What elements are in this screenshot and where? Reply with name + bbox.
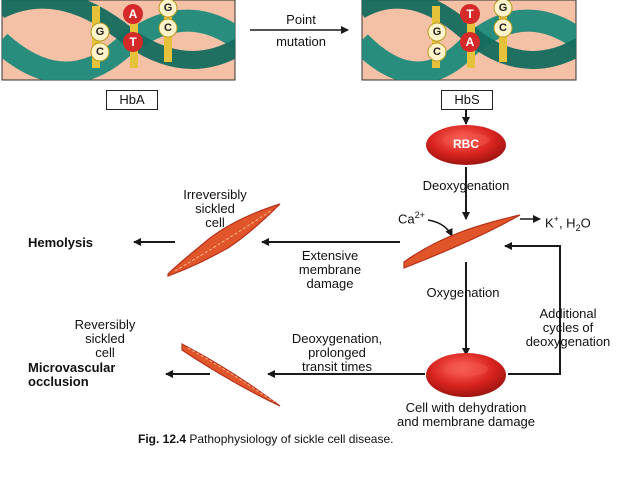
reversibly-label-3: cell [95, 345, 115, 360]
additional-label-3: deoxygenation [525, 334, 611, 349]
base-a-hba [123, 4, 143, 24]
hba-label: HbA [106, 90, 158, 110]
figure-caption: Fig. 12.4 Pathophysiology of sickle cell… [138, 432, 394, 446]
base-g-hba-1 [158, 0, 178, 18]
deoxygenation-label: Deoxygenation [422, 178, 510, 193]
extensive-label-2: membrane [298, 262, 362, 277]
point-mutation-label-1: Point [286, 12, 316, 27]
base-label-c2-hba: C [96, 46, 104, 58]
dehydration-label-2: and membrane damage [396, 414, 536, 429]
base-c-hbs-1 [493, 18, 513, 38]
base-c-hbs-2 [427, 42, 447, 62]
base-a-hbs [460, 32, 480, 52]
arrow-additional-cycles [504, 242, 561, 375]
hemolysis-label: Hemolysis [28, 235, 94, 250]
base-label-c1-hbs: C [499, 22, 507, 34]
microvascular-label-1: Microvascular [28, 360, 116, 375]
deoxy-prolonged-label-1: Deoxygenation, [291, 331, 383, 346]
microvascular-label-2: occlusion [28, 374, 89, 389]
hbs-label: HbS [441, 90, 493, 110]
arrow-ca-influx [427, 219, 453, 237]
base-label-c2-hbs: C [433, 46, 441, 58]
base-c-hba-2 [90, 42, 110, 62]
base-label-a-hba: A [128, 7, 138, 21]
irreversibly-label-2: sickled [195, 201, 235, 216]
base-label-t-hbs: T [466, 7, 474, 21]
calcium-label: Ca2+ [398, 210, 425, 227]
base-c-hba-1 [158, 18, 178, 38]
base-label-c1-hba: C [164, 22, 172, 34]
irreversibly-label-1: Irreversibly [183, 187, 247, 202]
base-t-hba [123, 32, 143, 52]
point-mutation-label-2: mutation [276, 34, 326, 49]
oxygenation-label: Oxygenation [426, 285, 500, 300]
extensive-label-1: Extensive [301, 248, 359, 263]
dehydration-label-1: Cell with dehydration [405, 400, 527, 415]
base-label-g2-hbs: G [432, 26, 442, 38]
sickled-cell-center [403, 214, 521, 269]
deoxy-prolonged-label-2: prolonged [308, 345, 366, 360]
base-label-g1-hba: G [163, 2, 173, 14]
additional-label-2: cycles of [542, 320, 594, 335]
base-label-a-hbs: A [465, 35, 475, 49]
reversibly-label-2: sickled [85, 331, 125, 346]
rbc-label: RBC [453, 137, 479, 151]
reversibly-label-1: Reversibly [74, 317, 136, 332]
base-t-hbs [460, 4, 480, 24]
base-label-g1-hbs: G [498, 2, 508, 14]
irreversibly-sickled-cell [167, 203, 281, 277]
base-g-hbs-1 [493, 0, 513, 18]
potassium-water-label: K+, H2O [545, 214, 591, 233]
base-g-hbs-2 [427, 22, 447, 42]
base-label-t-hba: T [129, 35, 137, 49]
deoxy-prolonged-label-3: transit times [301, 359, 373, 374]
base-label-g2-hba: G [95, 26, 105, 38]
extensive-label-3: damage [306, 276, 354, 291]
base-g-hba-2 [90, 22, 110, 42]
irreversibly-label-3: cell [205, 215, 225, 230]
additional-label-1: Additional [539, 306, 597, 321]
dna-helix-hba [1, 0, 236, 81]
reversibly-sickled-cell [181, 343, 281, 407]
